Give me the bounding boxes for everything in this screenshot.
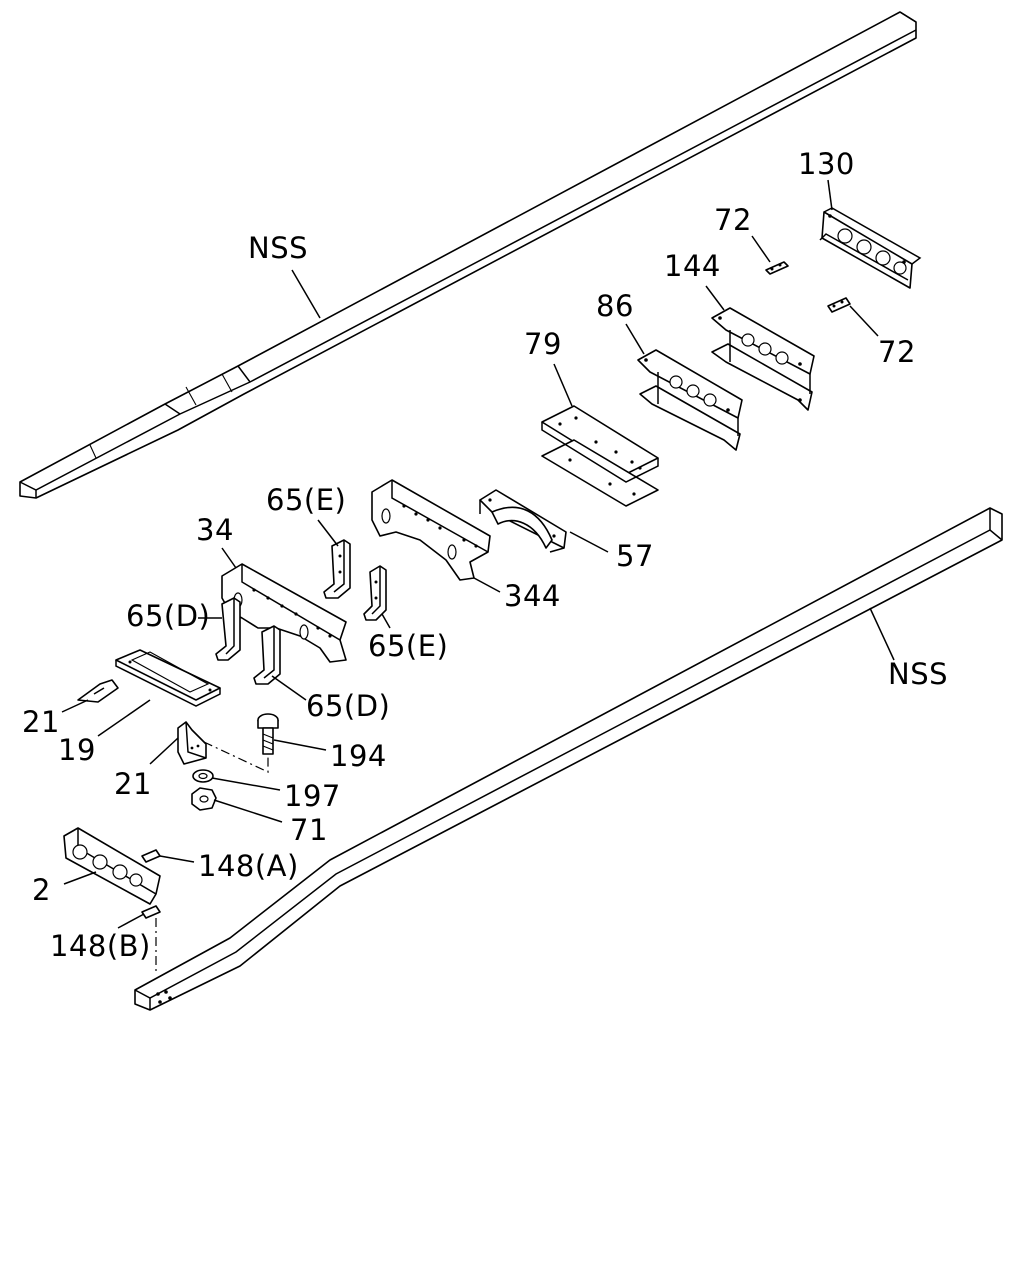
plate-79 [541,405,659,507]
label-2: 2 [32,873,51,907]
label-344: 344 [504,579,561,613]
crossmember-57 [479,489,567,553]
gusset-65d-right [253,625,281,685]
crossmember-2 [63,827,161,905]
gusset-65e-lower [363,565,387,621]
label-144: 144 [664,249,721,283]
label-nss-lower: NSS [888,657,948,691]
label-148b: 148(B) [50,929,151,963]
label-65d-lower: 65(D) [306,689,390,723]
label-197: 197 [284,779,341,813]
bolt-194 [257,713,279,755]
label-86: 86 [596,289,634,323]
callout-labels: NSS NSS 130 72 72 144 86 79 57 344 65(E)… [22,147,948,963]
label-71: 71 [290,813,328,847]
plate-72-lower [827,297,851,313]
label-194: 194 [330,739,387,773]
plate-19 [115,649,221,707]
label-nss-upper: NSS [248,231,308,265]
label-72-upper: 72 [714,203,752,237]
label-34: 34 [196,513,234,547]
label-65e-upper: 65(E) [266,483,346,517]
label-65e-lower: 65(E) [368,629,448,663]
crossmember-86 [637,349,743,451]
crossmember-144 [711,307,815,411]
plate-148a [141,849,161,863]
label-21-lower: 21 [114,767,152,801]
gusset-65e-upper [323,539,351,599]
label-72-lower: 72 [878,335,916,369]
bracket-21-lower [177,721,207,765]
label-148a: 148(A) [198,849,299,883]
leader-lines [61,179,895,929]
nut-71 [191,787,217,811]
washer-197 [192,769,214,783]
plate-148b [141,905,161,919]
label-57: 57 [616,539,654,573]
bracket-21-upper [77,679,119,703]
crossmember-344 [371,479,491,581]
label-65d-upper: 65(D) [126,599,210,633]
label-19: 19 [58,733,96,767]
label-79: 79 [524,327,562,361]
gusset-65d-left [215,597,241,661]
label-21-upper: 21 [22,705,60,739]
lower-side-rail [134,507,1003,1011]
plate-72-upper [765,261,789,275]
label-130: 130 [798,147,855,181]
upper-side-rail [19,11,917,499]
crossmember-130 [819,207,922,289]
